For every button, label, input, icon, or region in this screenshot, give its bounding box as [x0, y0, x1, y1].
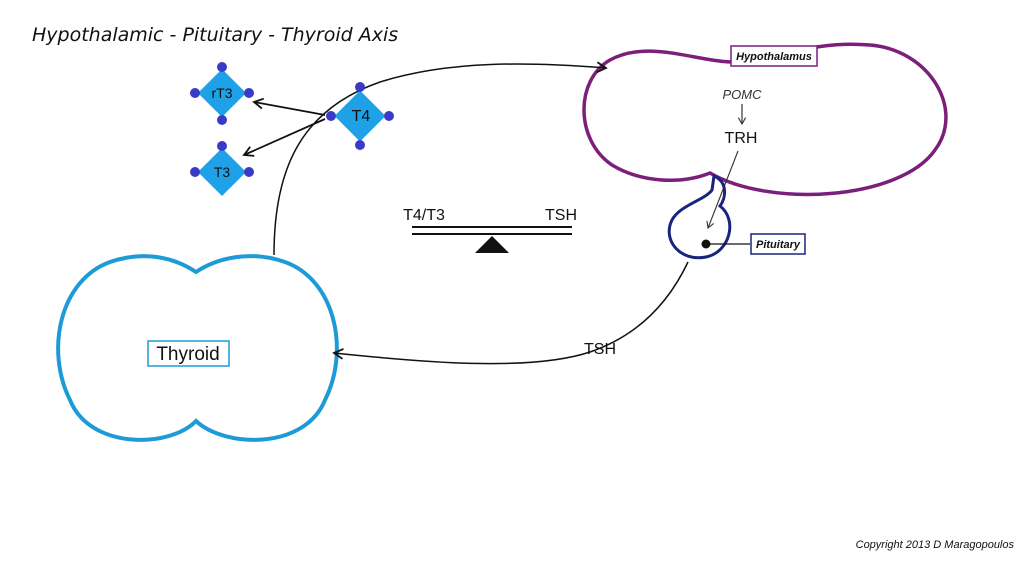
feedback-pathway-arrow	[273, 61, 608, 256]
pomc-label: POMC	[723, 87, 763, 102]
balance-right-label: TSH	[545, 207, 577, 224]
t4-to-t3-arrow	[242, 118, 326, 157]
copyright-text: Copyright 2013 D Maragopoulos	[856, 539, 1015, 551]
thyroid-label: Thyroid	[156, 344, 219, 365]
thyroid-label-box	[147, 340, 230, 367]
pituitary-label: Pituitary	[756, 239, 801, 251]
diagram-title: Hypothalamic - Pituitary - Thyroid Axis	[32, 24, 398, 46]
trh-label: TRH	[725, 130, 758, 147]
t3-label: T3	[214, 164, 231, 180]
pituitary-label-box	[750, 233, 806, 255]
pituitary-dot	[701, 239, 711, 249]
t4-to-rt3-arrow	[252, 97, 326, 116]
rt3-label: rT3	[212, 85, 233, 101]
balance-fulcrum	[475, 236, 509, 253]
rt3-molecule: rT3	[190, 62, 254, 125]
tsh-pathway-arrow	[332, 261, 689, 365]
tsh-pathway-label: TSH	[584, 341, 616, 358]
thyroid-shape	[56, 254, 339, 442]
hypothalamus-label-box	[730, 45, 818, 67]
t4-label: T4	[352, 108, 371, 125]
hypothalamus-label: Hypothalamus	[736, 51, 812, 63]
t4-molecule: T4	[326, 82, 394, 150]
balance-left-label: T4/T3	[403, 207, 445, 224]
pituitary-shape	[667, 173, 732, 260]
t3-molecule: T3	[190, 141, 254, 197]
